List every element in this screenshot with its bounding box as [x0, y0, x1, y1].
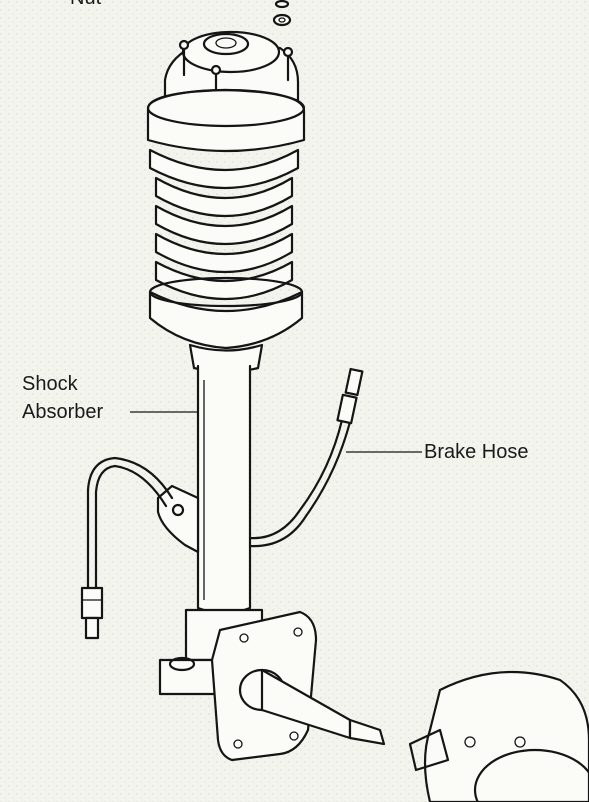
coil-spring — [148, 148, 300, 300]
brake-hose-label: Brake Hose — [424, 441, 529, 463]
brake-backing-plate — [408, 670, 589, 802]
spindle-flange — [210, 610, 386, 762]
shock-absorber-label-line2: Absorber — [22, 401, 104, 423]
hose-bracket — [156, 484, 200, 554]
top-partial-label: Nut — [70, 0, 101, 10]
right-brake-hose — [248, 367, 364, 548]
left-brake-hose — [80, 456, 174, 640]
upper-spring-seat — [146, 88, 306, 153]
top-nut-washer — [272, 0, 292, 27]
shock-absorber-tube — [196, 364, 252, 615]
shock-absorber-label-line1: Shock — [22, 373, 78, 395]
